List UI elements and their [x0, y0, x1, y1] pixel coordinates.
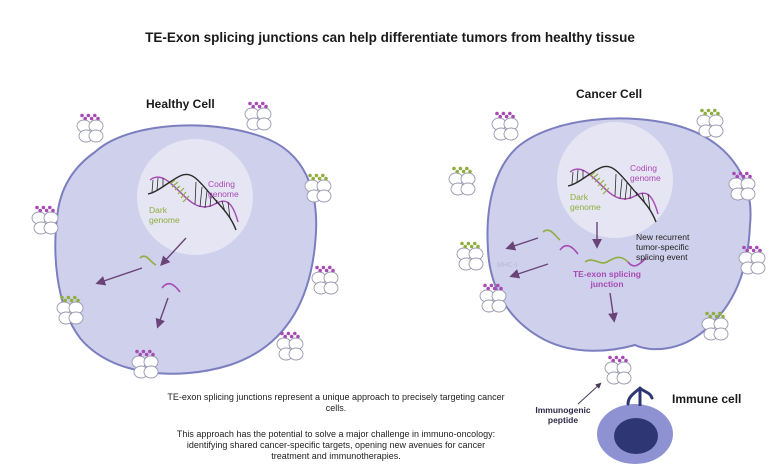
caption-p1-line-2: cells.: [325, 403, 347, 413]
cancer-dna-helix-icon: [567, 165, 659, 223]
mhc-molecules: [31, 101, 766, 385]
cancer-dark-line-2: genome: [570, 202, 601, 212]
peptide-pointer-arrow: [577, 382, 602, 405]
healthy-cell: [54, 124, 318, 375]
mhc-molecule-icon: [728, 171, 756, 201]
new-splicing-event-label: New recurrent tumor-specific splicing ev…: [636, 232, 689, 262]
caption-p2-line-1: This approach has the potential to solve…: [176, 429, 496, 439]
peptide-line-1: Immunogenic: [535, 405, 591, 415]
caption-paragraph-2: This approach has the potential to solve…: [150, 429, 522, 462]
new-event-line-3: splicing event: [636, 252, 688, 262]
mhc-molecule-icon: [456, 241, 484, 271]
mhc-molecule-icon: [479, 283, 507, 313]
te-junction-line-2: junction: [590, 279, 624, 289]
cancer-dark-fragment: [542, 229, 561, 241]
cancer-dark-genome-label: Dark genome: [570, 192, 601, 212]
cancer-arrow-2: [509, 263, 549, 279]
healthy-coding-line-2: genome: [208, 189, 239, 199]
cancer-coding-fragment: [559, 244, 579, 255]
immune-cell-title: Immune cell: [672, 392, 742, 406]
caption-p1-line-1: TE-exon splicing junctions represent a u…: [167, 392, 505, 402]
mhc-molecule-icon: [244, 101, 272, 131]
healthy-coding-line-1: Coding: [208, 179, 235, 189]
te-junction-line-1: TE-exon splicing: [572, 269, 641, 279]
mhc-molecule-icon: [701, 311, 729, 341]
healthy-arrow-1: [160, 237, 187, 267]
healthy-dark-genome-label: Dark genome: [149, 205, 180, 225]
mhc-molecule-icon: [304, 173, 332, 203]
healthy-arrow-3: [155, 297, 169, 329]
cancer-coding-line-1: Coding: [630, 163, 657, 173]
immunogenic-peptide-label: Immunogenic peptide: [530, 405, 596, 425]
healthy-dark-line-1: Dark: [149, 205, 167, 215]
te-exon-junction-label: TE-exon splicing junction: [560, 269, 654, 289]
mhc-i-label: MHC-I: [497, 262, 518, 269]
mhc-molecule-icon: [448, 166, 476, 196]
mhc-molecule-icon: [276, 331, 304, 361]
cancer-cell: [486, 117, 752, 352]
mhc-molecule-icon: [131, 349, 159, 379]
cancer-nucleus: [557, 122, 673, 238]
healthy-dark-fragment: [139, 255, 157, 266]
cancer-dark-line-1: Dark: [570, 192, 588, 202]
new-event-line-1: New recurrent: [636, 232, 690, 242]
immune-cell-nucleus: [614, 418, 658, 454]
mhc-molecule-icon: [491, 111, 519, 141]
mhc-molecule-icon: [696, 108, 724, 138]
mhc-molecule-icon: [604, 355, 632, 385]
mhc-molecule-icon: [56, 295, 84, 325]
mhc-molecule-icon: [311, 265, 339, 295]
healthy-cell-title: Healthy Cell: [146, 97, 215, 111]
peptide-line-2: peptide: [547, 415, 579, 425]
mhc-molecule-icon: [738, 245, 766, 275]
caption-paragraph-1: TE-exon splicing junctions represent a u…: [150, 392, 522, 414]
te-exon-junction-right: [627, 257, 647, 267]
healthy-coding-genome-label: Coding genome: [208, 179, 239, 199]
cancer-arrow-1: [505, 237, 539, 251]
cancer-coding-line-2: genome: [630, 173, 661, 183]
healthy-coding-fragment: [161, 282, 181, 293]
cancer-cell-title: Cancer Cell: [576, 87, 643, 101]
mhc-molecule-icon: [31, 205, 59, 235]
immune-cell: [577, 382, 673, 464]
mhc-molecule-icon: [76, 113, 104, 143]
cancer-arrow-3: [608, 292, 618, 323]
healthy-arrow-2: [95, 267, 143, 286]
caption-p2-line-2: identifying shared cancer-specific targe…: [186, 440, 486, 450]
figure-title: TE-Exon splicing junctions can help diff…: [145, 30, 635, 45]
te-exon-junction-left: [584, 256, 629, 264]
new-event-line-2: tumor-specific: [636, 242, 689, 252]
healthy-dark-line-2: genome: [149, 215, 180, 225]
cancer-coding-genome-label: Coding genome: [630, 163, 661, 183]
healthy-dna-helix-icon: [147, 173, 239, 231]
caption-p2-line-3: treatment and immunotherapies.: [271, 451, 401, 461]
